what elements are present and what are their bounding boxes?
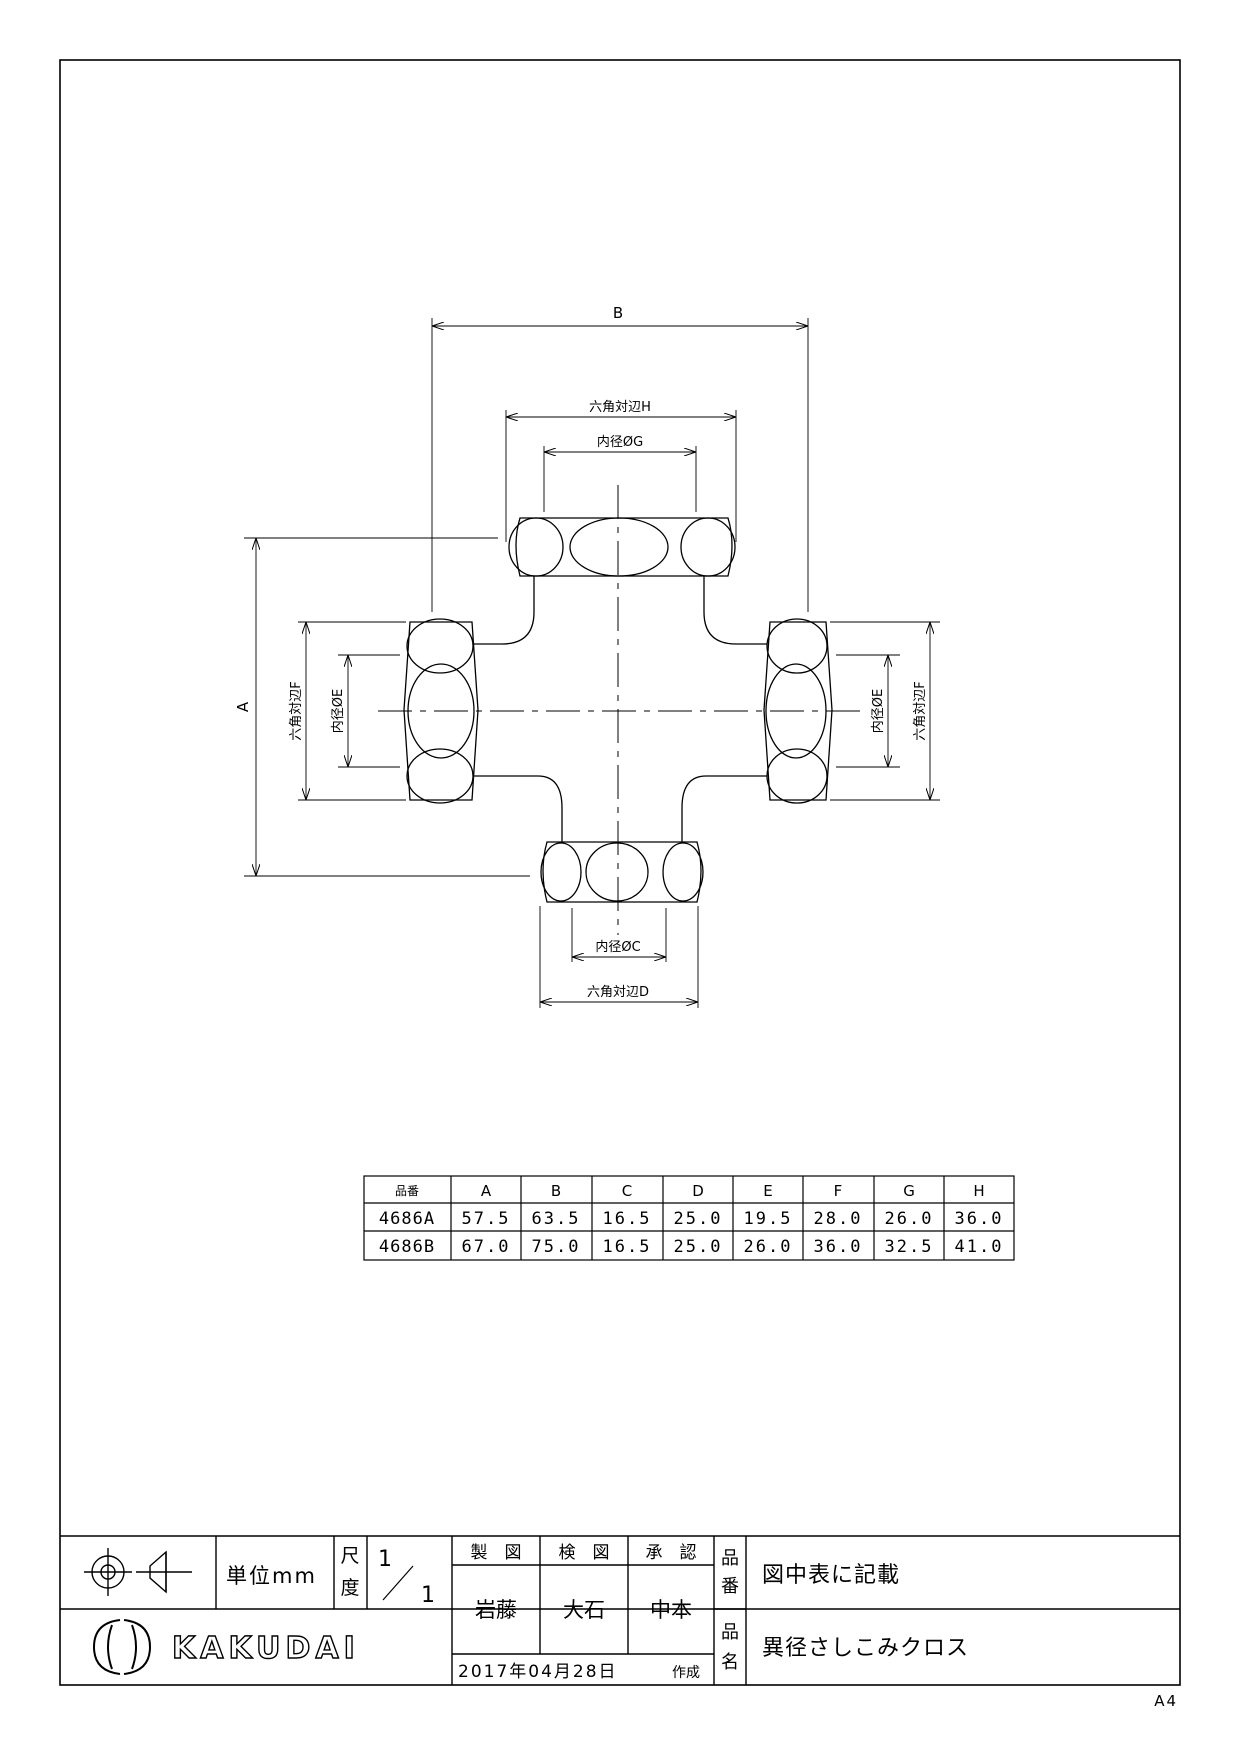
- unit-label: 単位mm: [226, 1564, 317, 1588]
- table-header-b: B: [551, 1182, 561, 1200]
- top-hex-nut: [508, 517, 736, 577]
- kakudai-logo: KAKUDAI: [92, 1619, 360, 1675]
- table-cell: 26.0: [744, 1237, 793, 1257]
- part-no-value: 図中表に記載: [762, 1563, 900, 1588]
- logo-text: KAKUDAI: [172, 1631, 360, 1666]
- scale-label: 尺: [340, 1545, 359, 1567]
- dimension-table: 品番 A B C D E F G H 4686A 57.5 63.5 16.5 …: [363, 1175, 1015, 1261]
- table-header-d: D: [692, 1182, 704, 1200]
- dim-label-hex-d: 六角対辺D: [587, 985, 649, 1000]
- table-cell: 32.5: [885, 1237, 934, 1257]
- dim-label-bore-e-right: 内径ØE: [870, 689, 886, 733]
- dim-label-bore-g: 内径ØG: [597, 434, 643, 450]
- bottom-hex-nut: [540, 841, 704, 903]
- paper-size: A4: [1154, 1692, 1178, 1710]
- table-row: 4686A 57.5 63.5 16.5 25.0 19.5 28.0 26.0…: [379, 1209, 1004, 1229]
- drawn-label: 製 図: [471, 1543, 522, 1563]
- dimension-lines: [256, 326, 930, 1002]
- checked-label: 検 図: [559, 1543, 610, 1563]
- table-header-c: C: [622, 1182, 632, 1200]
- dim-label-b: B: [613, 304, 623, 322]
- cross-body-outline: [474, 576, 767, 842]
- created-label: 作成: [672, 1665, 700, 1681]
- table-cell: 41.0: [955, 1237, 1004, 1257]
- extension-lines: [244, 318, 940, 1008]
- table-cell: 4686B: [379, 1237, 435, 1257]
- part-name-value: 異径さしこみクロス: [762, 1636, 969, 1661]
- table-cell: 36.0: [955, 1209, 1004, 1229]
- scale-value: 1 1: [378, 1547, 435, 1608]
- dim-label-bore-e-left: 内径ØE: [330, 689, 346, 733]
- table-cell: 57.5: [462, 1209, 511, 1229]
- table-cell: 25.0: [674, 1209, 723, 1229]
- part-no-label: 品: [721, 1548, 739, 1569]
- dim-label-hex-f-right: 六角対辺F: [913, 681, 928, 740]
- table-cell: 75.0: [532, 1237, 581, 1257]
- table-header-e: E: [763, 1182, 772, 1200]
- dim-label-a: A: [234, 701, 252, 712]
- table-cell: 63.5: [532, 1209, 581, 1229]
- table-cell: 19.5: [744, 1209, 793, 1229]
- table-cell: 16.5: [603, 1237, 652, 1257]
- approved-by: 中本: [650, 1598, 692, 1622]
- table-header-f: F: [834, 1182, 843, 1200]
- table-row: 4686B 67.0 75.0 16.5 25.0 26.0 36.0 32.5…: [379, 1237, 1004, 1257]
- table-cell: 67.0: [462, 1237, 511, 1257]
- approved-label: 承 認: [646, 1543, 697, 1563]
- scale-denominator: 1: [421, 1583, 435, 1608]
- kakudai-logo-mark-icon: [92, 1619, 152, 1675]
- checked-by: 大石: [563, 1598, 605, 1622]
- table-header-part-no: 品番: [395, 1184, 419, 1198]
- table-header-a: A: [481, 1182, 492, 1200]
- table-cell: 25.0: [674, 1237, 723, 1257]
- dim-label-hex-h: 六角対辺H: [589, 400, 651, 415]
- part-name-label: 品: [721, 1622, 739, 1643]
- table-cell: 26.0: [885, 1209, 934, 1229]
- table-cell: 4686A: [379, 1209, 435, 1229]
- table-cell: 16.5: [603, 1209, 652, 1229]
- center-lines: [378, 485, 862, 935]
- part-no-label: 番: [721, 1576, 739, 1597]
- created-date: 2017年04月28日: [458, 1662, 618, 1682]
- drawing-frame: [59, 59, 1181, 1686]
- drawn-by: 岩藤: [475, 1598, 517, 1622]
- scale-label: 度: [340, 1577, 359, 1599]
- table-header-g: G: [903, 1182, 915, 1200]
- scale-numerator: 1: [378, 1547, 392, 1572]
- dim-label-hex-f-left: 六角対辺F: [289, 681, 304, 740]
- title-block: 単位mm 尺 度 1 1 製 図 検 図 承 認 岩藤 大石 中本 2017年0…: [60, 1535, 1180, 1685]
- third-angle-projection-icon: [84, 1548, 192, 1596]
- table-cell: 36.0: [814, 1237, 863, 1257]
- part-name-label: 名: [721, 1652, 739, 1673]
- table-cell: 28.0: [814, 1209, 863, 1229]
- table-header-h: H: [973, 1182, 984, 1200]
- dim-label-bore-c: 内径ØC: [595, 939, 640, 955]
